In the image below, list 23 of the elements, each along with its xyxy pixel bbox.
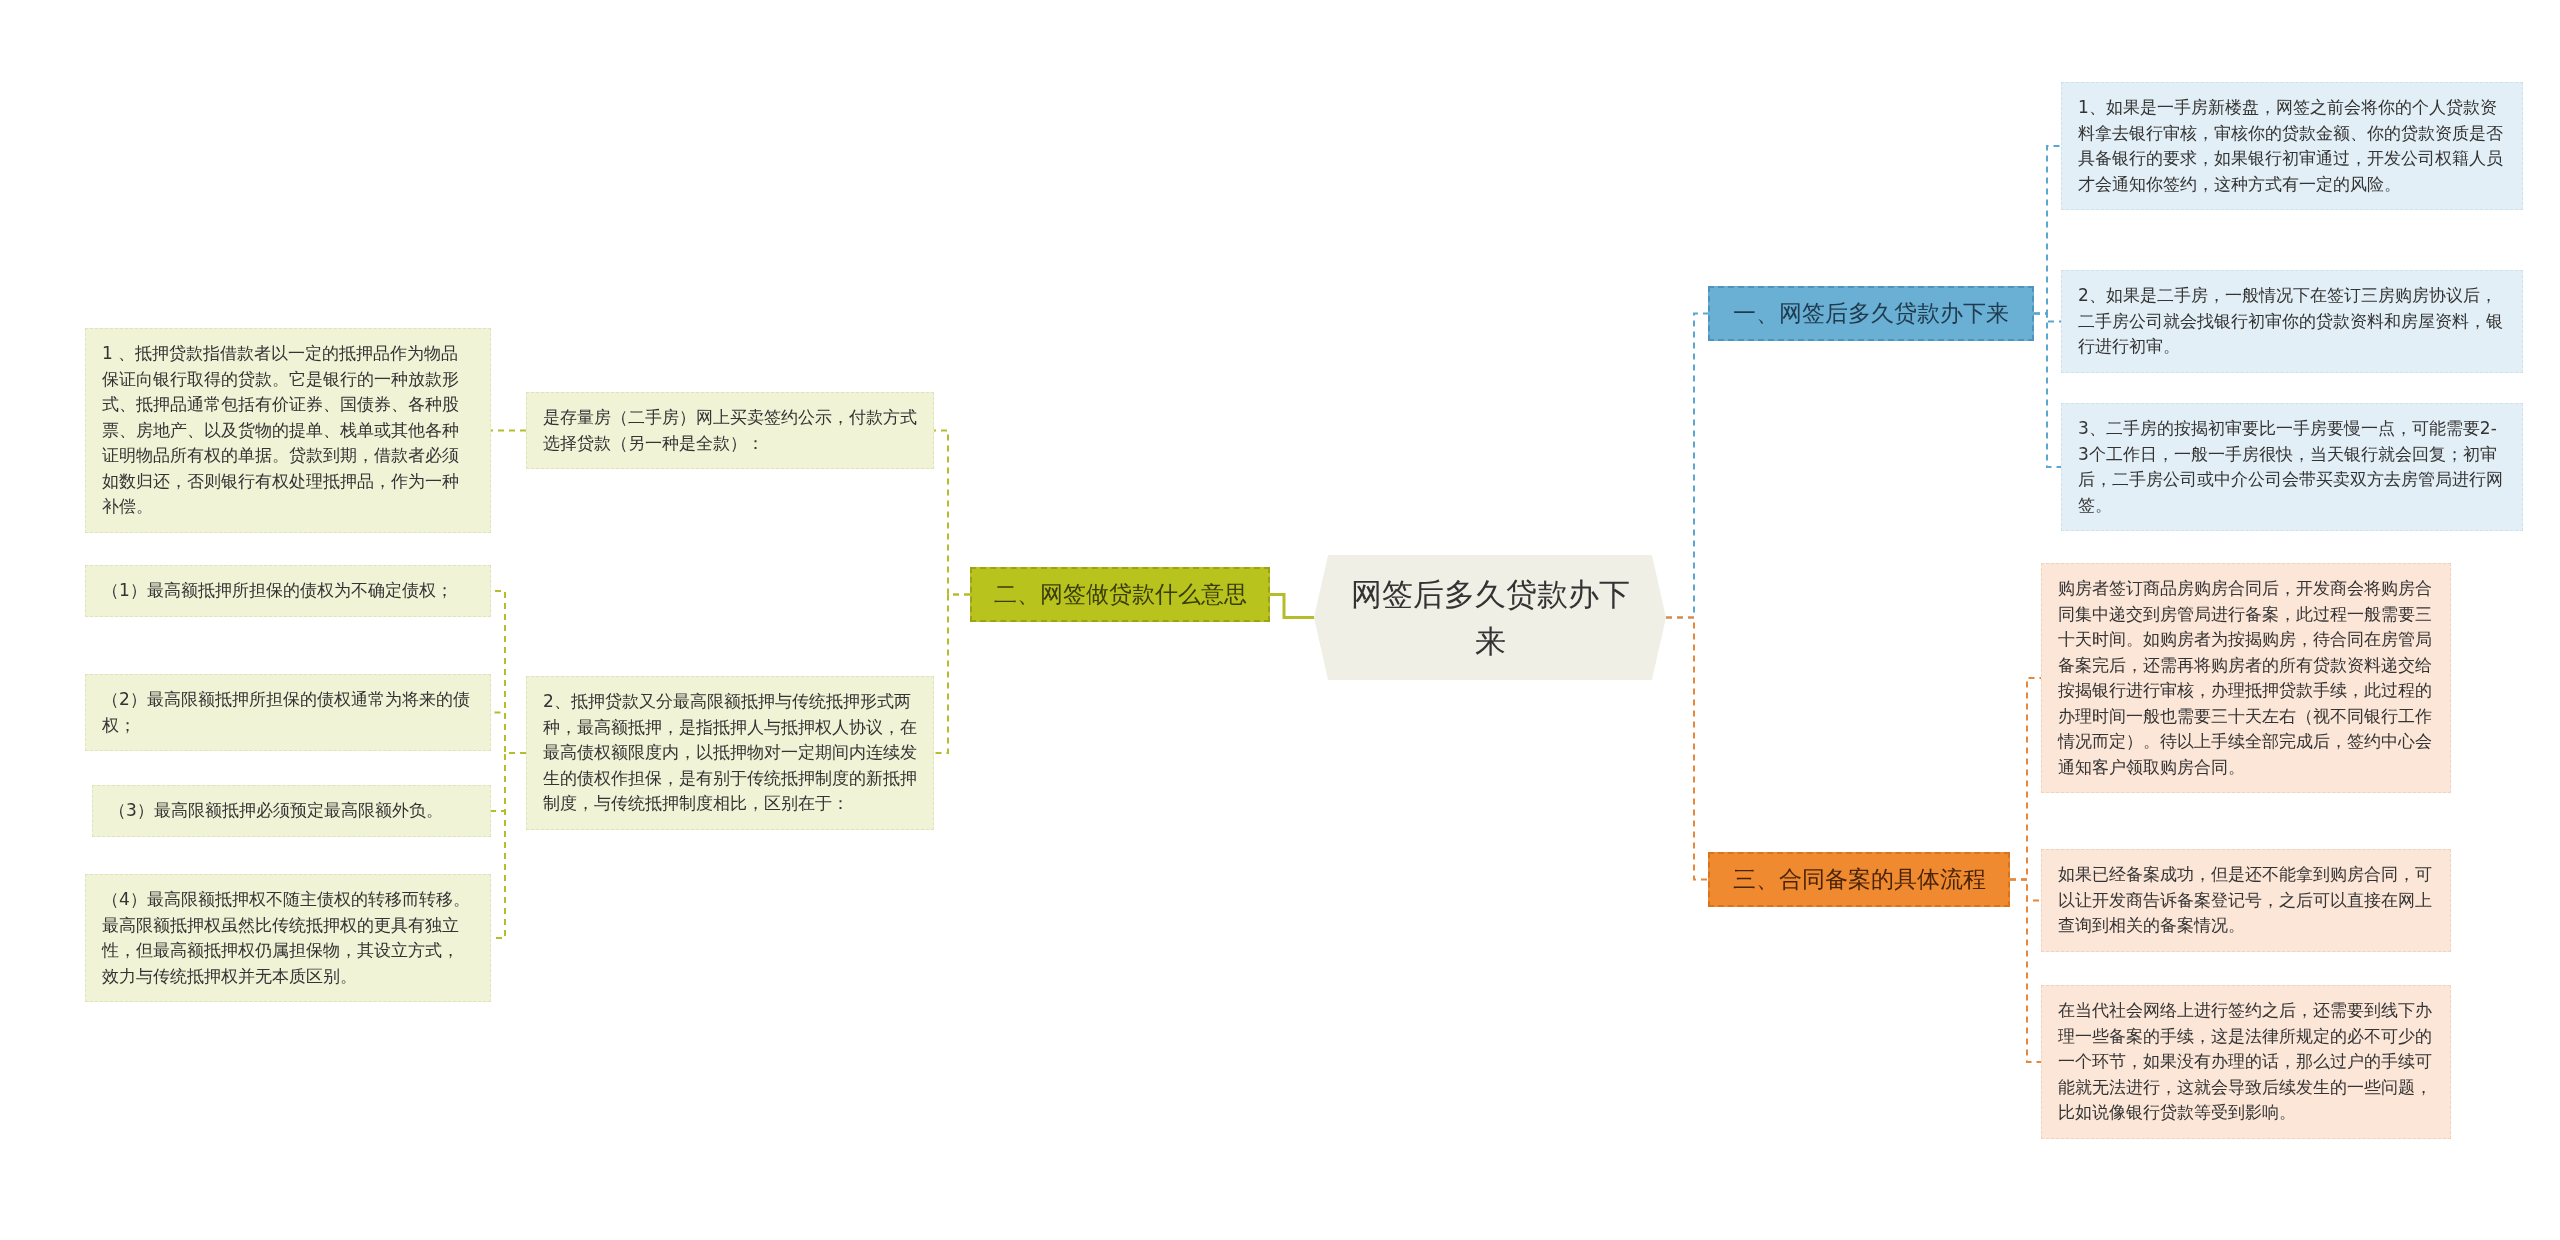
topic-box: 二、网签做贷款什么意思	[970, 567, 1270, 622]
connector-line	[2009, 878, 2042, 1063]
note-box: （4）最高限额抵押权不随主债权的转移而转移。最高限额抵押权虽然比传统抵押权的更具有独立性，但最高额抵押权仍属担保物，其设立方式，效力与传统抵押权并无本质区别。	[85, 874, 491, 1002]
connector-line	[490, 429, 527, 432]
connector-line	[2033, 312, 2062, 468]
note-box: 3、二手房的按揭初审要比一手房要慢一点，可能需要2-3个工作日，一般一手房很快，当天银行就会回复；初审后，二手房公司或中介公司会带买卖双方去房管局进行网签。	[2061, 403, 2523, 531]
note-box: 1 、抵押贷款指借款者以一定的抵押品作为物品保证向银行取得的贷款。它是银行的一种放款形式、抵押品通常包括有价证券、国债券、各种股票、房地产、以及货物的提单、栈单或其他各种证明物品所有权的单据。贷款到期，借款者必须如数归还，否则银行有权处理抵押品，作为一种补偿。	[85, 328, 491, 533]
note-box: 如果已经备案成功，但是还不能拿到购房合同，可以让开发商告诉备案登记号，之后可以直接在网上查询到相关的备案情况。	[2041, 849, 2451, 952]
connector-line	[933, 593, 971, 754]
note-box: （2）最高限额抵押所担保的债权通常为将来的债权；	[85, 674, 491, 751]
note-box: （1）最高额抵押所担保的债权为不确定债权；	[85, 565, 491, 617]
note-box: 2、如果是二手房，一般情况下在签订三房购房协议后，二手房公司就会找银行初审你的贷款资料和房屋资料，银行进行初审。	[2061, 270, 2523, 373]
connector-line	[1270, 593, 1314, 619]
central-topic: 网签后多久贷款办下来	[1314, 555, 1666, 680]
note-box: 2、抵押贷款又分最高限额抵押与传统抵押形式两种，最高额抵押，是指抵押人与抵押权人协议，在最高债权额限度内，以抵押物对一定期间内连续发生的债权作担保，是有别于传统抵押制度的新抵押制度，与传统抵押制度相比，区别在于：	[526, 676, 934, 830]
connector-line	[1665, 616, 1709, 881]
note-box: 在当代社会网络上进行签约之后，还需要到线下办理一些备案的手续，这是法律所规定的必不可少的一个环节，如果没有办理的话，那么过户的手续可能就无法进行，这就会导致后续发生的一些问题，比如说像银行贷款等受到影响。	[2041, 985, 2451, 1139]
note-box: 购房者签订商品房购房合同后，开发商会将购房合同集中递交到房管局进行备案，此过程一般需要三十天时间。如购房者为按揭购房，待合同在房管局备案完后，还需再将购房者的所有贷款资料递交给按揭银行进行审核，办理抵押贷款手续，此过程的办理时间一般也需要三十天左右（视不同银行工作情况而定）。待以上手续全部完成后，签约中心会通知客户领取购房合同。	[2041, 563, 2451, 793]
topic-box: 一、网签后多久贷款办下来	[1708, 286, 2034, 341]
topic-box: 三、合同备案的具体流程	[1708, 852, 2010, 907]
note-box: 1、如果是一手房新楼盘，网签之前会将你的个人贷款资料拿去银行审核，审核你的贷款金额、你的贷款资质是否具备银行的要求，如果银行初审通过，开发公司权籍人员才会通知你签约，这种方式有一定的风险。	[2061, 82, 2523, 210]
note-box: 是存量房（二手房）网上买卖签约公示，付款方式选择贷款（另一种是全款）：	[526, 392, 934, 469]
note-box: （3）最高限额抵押必须预定最高限额外负。	[92, 785, 491, 837]
